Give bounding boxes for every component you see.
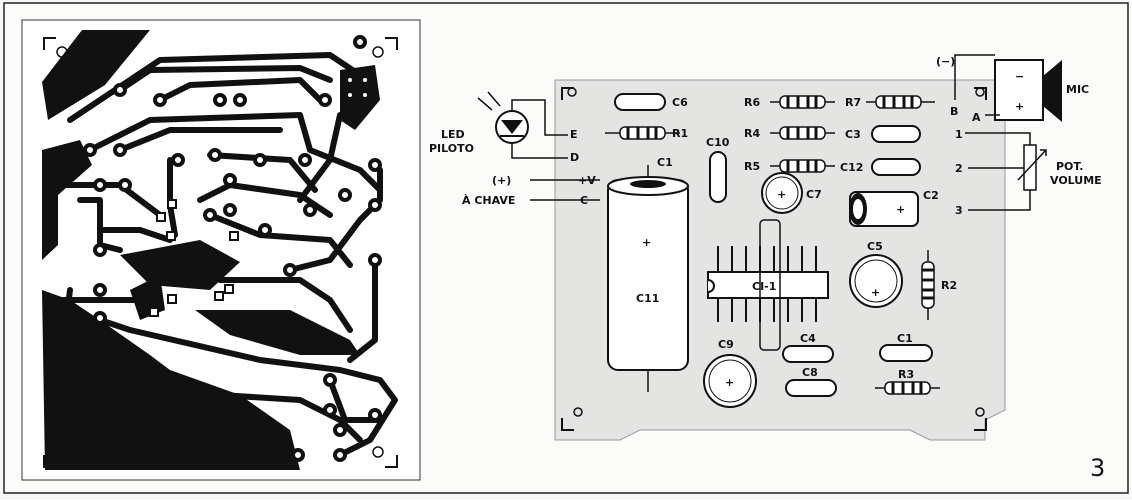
copper-pour [120,240,240,290]
capacitor-c8 [785,379,837,397]
square-pads [149,199,239,317]
label-r2: R2 [941,279,957,292]
label-plus-input: (+) [492,174,511,187]
mounting-hole [573,407,583,417]
integrated-circuit-ci1 [707,246,829,322]
capacitor-c7: + [761,172,803,214]
label-mic: MIC [1066,83,1089,96]
label-volume: VOLUME [1050,174,1102,187]
capacitor-c12 [871,158,921,176]
svg-text:+: + [896,203,905,216]
capacitor-c3 [871,125,921,143]
terminal-1: 1 [955,128,963,141]
terminal-3: 3 [955,204,963,217]
terminal-2: 2 [955,162,963,175]
potentiometer [965,132,1047,211]
mounting-hole [975,87,985,97]
label-c12: C12 [840,161,863,174]
label-ci1: CI-1 [752,280,776,293]
led-indicator [477,91,568,159]
capacitor-c6 [614,93,666,111]
svg-text:+: + [725,376,734,389]
copper-pour [195,310,360,355]
capacitor-c9: + [703,354,757,408]
resistor-r4 [770,126,835,140]
label-c4: C4 [800,332,816,345]
terminal-minus: (−) [936,55,955,68]
label-c3: C3 [845,128,861,141]
terminal-c: C [580,194,588,207]
capacitor-c10 [709,151,727,203]
mounting-hole [975,407,985,417]
mounting-hole [567,87,577,97]
label-c1-top: C1 [657,156,673,169]
resistor-r6 [770,95,835,109]
solder-pads [83,35,382,462]
resistor-r5 [770,159,835,173]
resistor-r7 [866,95,935,109]
resistor-r3 [875,381,940,395]
copper-pour [42,290,300,470]
svg-text:+: + [642,236,651,249]
svg-text:+: + [1015,100,1024,113]
label-r1: R1 [672,127,688,140]
copper-pour [42,30,150,120]
label-r4: R4 [744,127,760,140]
terminal-e: E [570,128,578,141]
label-r5: R5 [744,160,760,173]
label-c7: C7 [806,188,822,201]
jumper-wire [759,219,781,351]
svg-text:+: + [871,286,880,299]
terminal-a: A [972,111,981,124]
label-c10: C10 [706,136,730,149]
label-c6: C6 [672,96,688,109]
corner-mark [385,455,398,468]
capacitor-c5: + [849,254,903,308]
figure-number: 3 [1090,454,1105,482]
label-c5: C5 [867,240,883,253]
capacitor-c1 [879,344,933,362]
text-labels: LED PILOTO (+) À CHAVE E D +V C (−) B A … [429,55,1105,482]
label-c9: C9 [718,338,734,351]
svg-text:+: + [777,188,786,201]
label-c2: C2 [923,189,939,202]
terminal-d: D [570,151,579,164]
pcb-copper-layout [21,19,421,481]
resistor-r1 [605,126,680,140]
corner-mark [561,418,574,431]
corner-mark [385,37,398,50]
label-r7: R7 [845,96,861,109]
microphone: − + [954,54,1062,122]
label-r3: R3 [898,368,914,381]
mounting-hole [372,446,384,458]
component-layout: + + + [477,54,1062,441]
label-a-chave: À CHAVE [462,194,515,207]
resistor-r2 [921,250,935,320]
label-led: LED [441,128,465,141]
mounting-hole [372,46,384,58]
label-c1: C1 [897,332,913,345]
corner-mark [974,418,987,431]
copper-pour [42,140,92,260]
svg-text:−: − [1015,70,1024,83]
label-r6: R6 [744,96,760,109]
terminal-plus-v: +V [578,174,596,187]
label-pot: POT. [1056,160,1083,173]
capacitor-c11: + [607,165,689,392]
corner-mark [43,37,56,50]
capacitor-c2: + [849,191,919,227]
capacitor-c4 [782,345,834,363]
label-piloto: PILOTO [429,142,474,155]
label-c8: C8 [802,366,818,379]
terminal-b: B [950,105,958,118]
copper-traces [57,52,398,458]
label-c11: C11 [636,292,659,305]
